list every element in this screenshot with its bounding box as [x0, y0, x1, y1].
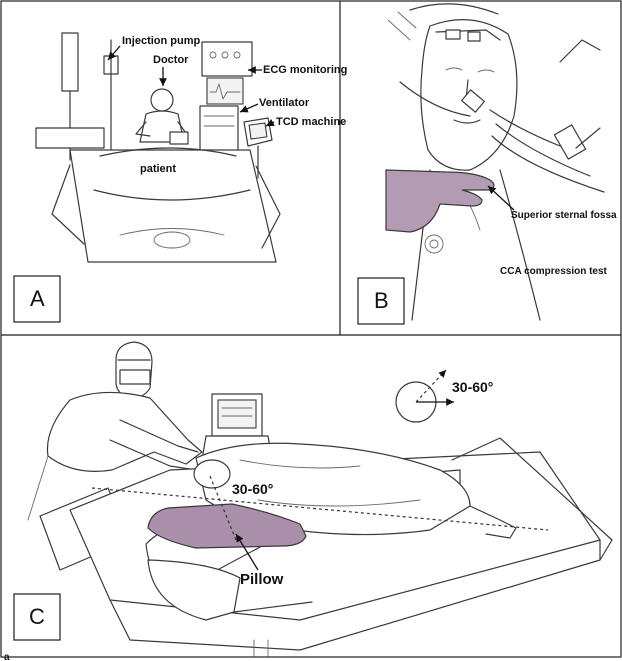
ecg-monitor-illustration	[202, 42, 252, 104]
label-injection-pump: Injection pump	[122, 35, 201, 47]
label-pillow: Pillow	[240, 571, 284, 588]
label-superior-sternal-fossa: Superior sternal fossa	[511, 210, 617, 221]
label-cca-compression-test: CCA compression test	[500, 266, 608, 277]
panel-b: Superior sternal fossa CCA compression t…	[358, 4, 617, 324]
patient-bed-illustration	[36, 128, 280, 262]
panel-c: 30-60°	[14, 342, 612, 656]
panel-letter-a: A	[30, 286, 45, 311]
angle-legend: 30-60°	[396, 370, 493, 422]
label-tcd-machine: TCD machine	[276, 116, 346, 128]
panel-a: Injection pump Doctor ECG monitoring Ven…	[14, 33, 347, 322]
label-doctor: Doctor	[153, 54, 189, 66]
arrow-superior-sternal-fossa	[488, 186, 514, 210]
footer-mark: a	[4, 652, 10, 661]
label-angle-legend: 30-60°	[452, 379, 493, 395]
label-head-angle: 30-60°	[232, 481, 273, 497]
label-patient: patient	[140, 163, 176, 175]
label-ecg-monitoring: ECG monitoring	[263, 64, 347, 76]
arrow-ventilator	[240, 104, 258, 112]
panel-letter-c: C	[29, 604, 45, 629]
panel-letter-b: B	[374, 288, 389, 313]
label-ventilator: Ventilator	[259, 97, 310, 109]
